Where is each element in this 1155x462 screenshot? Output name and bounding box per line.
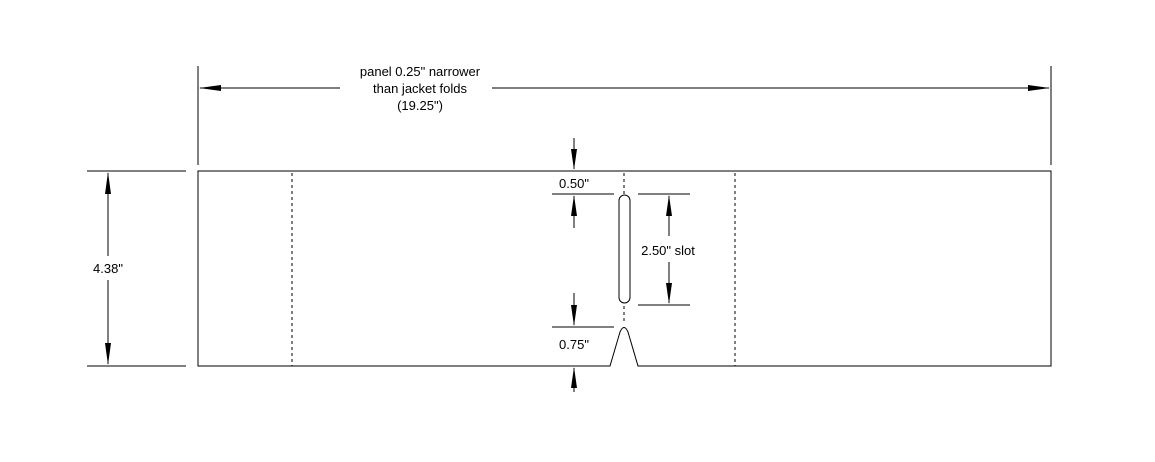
width-label-line-2: than jacket folds: [373, 81, 467, 96]
top-offset-label: 0.50": [559, 176, 589, 191]
height-arrow-bottom: [105, 343, 111, 365]
slot-arrow-top: [666, 195, 672, 216]
width-dimension: panel 0.25" narrower than jacket folds (…: [197, 64, 1052, 165]
bottom-offset-arrow-bottom: [571, 367, 577, 388]
slot-shape: [618, 194, 631, 304]
slot-dimension: 2.50" slot: [638, 193, 695, 306]
top-offset-dimension: 0.50": [552, 138, 614, 228]
top-offset-arrow-top: [571, 149, 577, 170]
height-arrow-top: [105, 172, 111, 194]
width-label-line-3: (19.25"): [397, 98, 443, 113]
height-label: 4.38": [93, 261, 123, 276]
slot-label: 2.50" slot: [641, 243, 695, 258]
width-label-line-1: panel 0.25" narrower: [360, 64, 481, 79]
bottom-offset-arrow-top: [571, 305, 577, 326]
width-arrow-right: [1028, 85, 1050, 91]
slot-arrow-bottom: [666, 283, 672, 304]
width-arrow-left: [199, 85, 221, 91]
bottom-offset-dimension: 0.75": [552, 293, 614, 392]
height-dimension: 4.38": [87, 170, 186, 367]
top-offset-arrow-bottom: [571, 195, 577, 216]
panel-outline: [197, 170, 1052, 367]
bottom-offset-label: 0.75": [559, 337, 589, 352]
